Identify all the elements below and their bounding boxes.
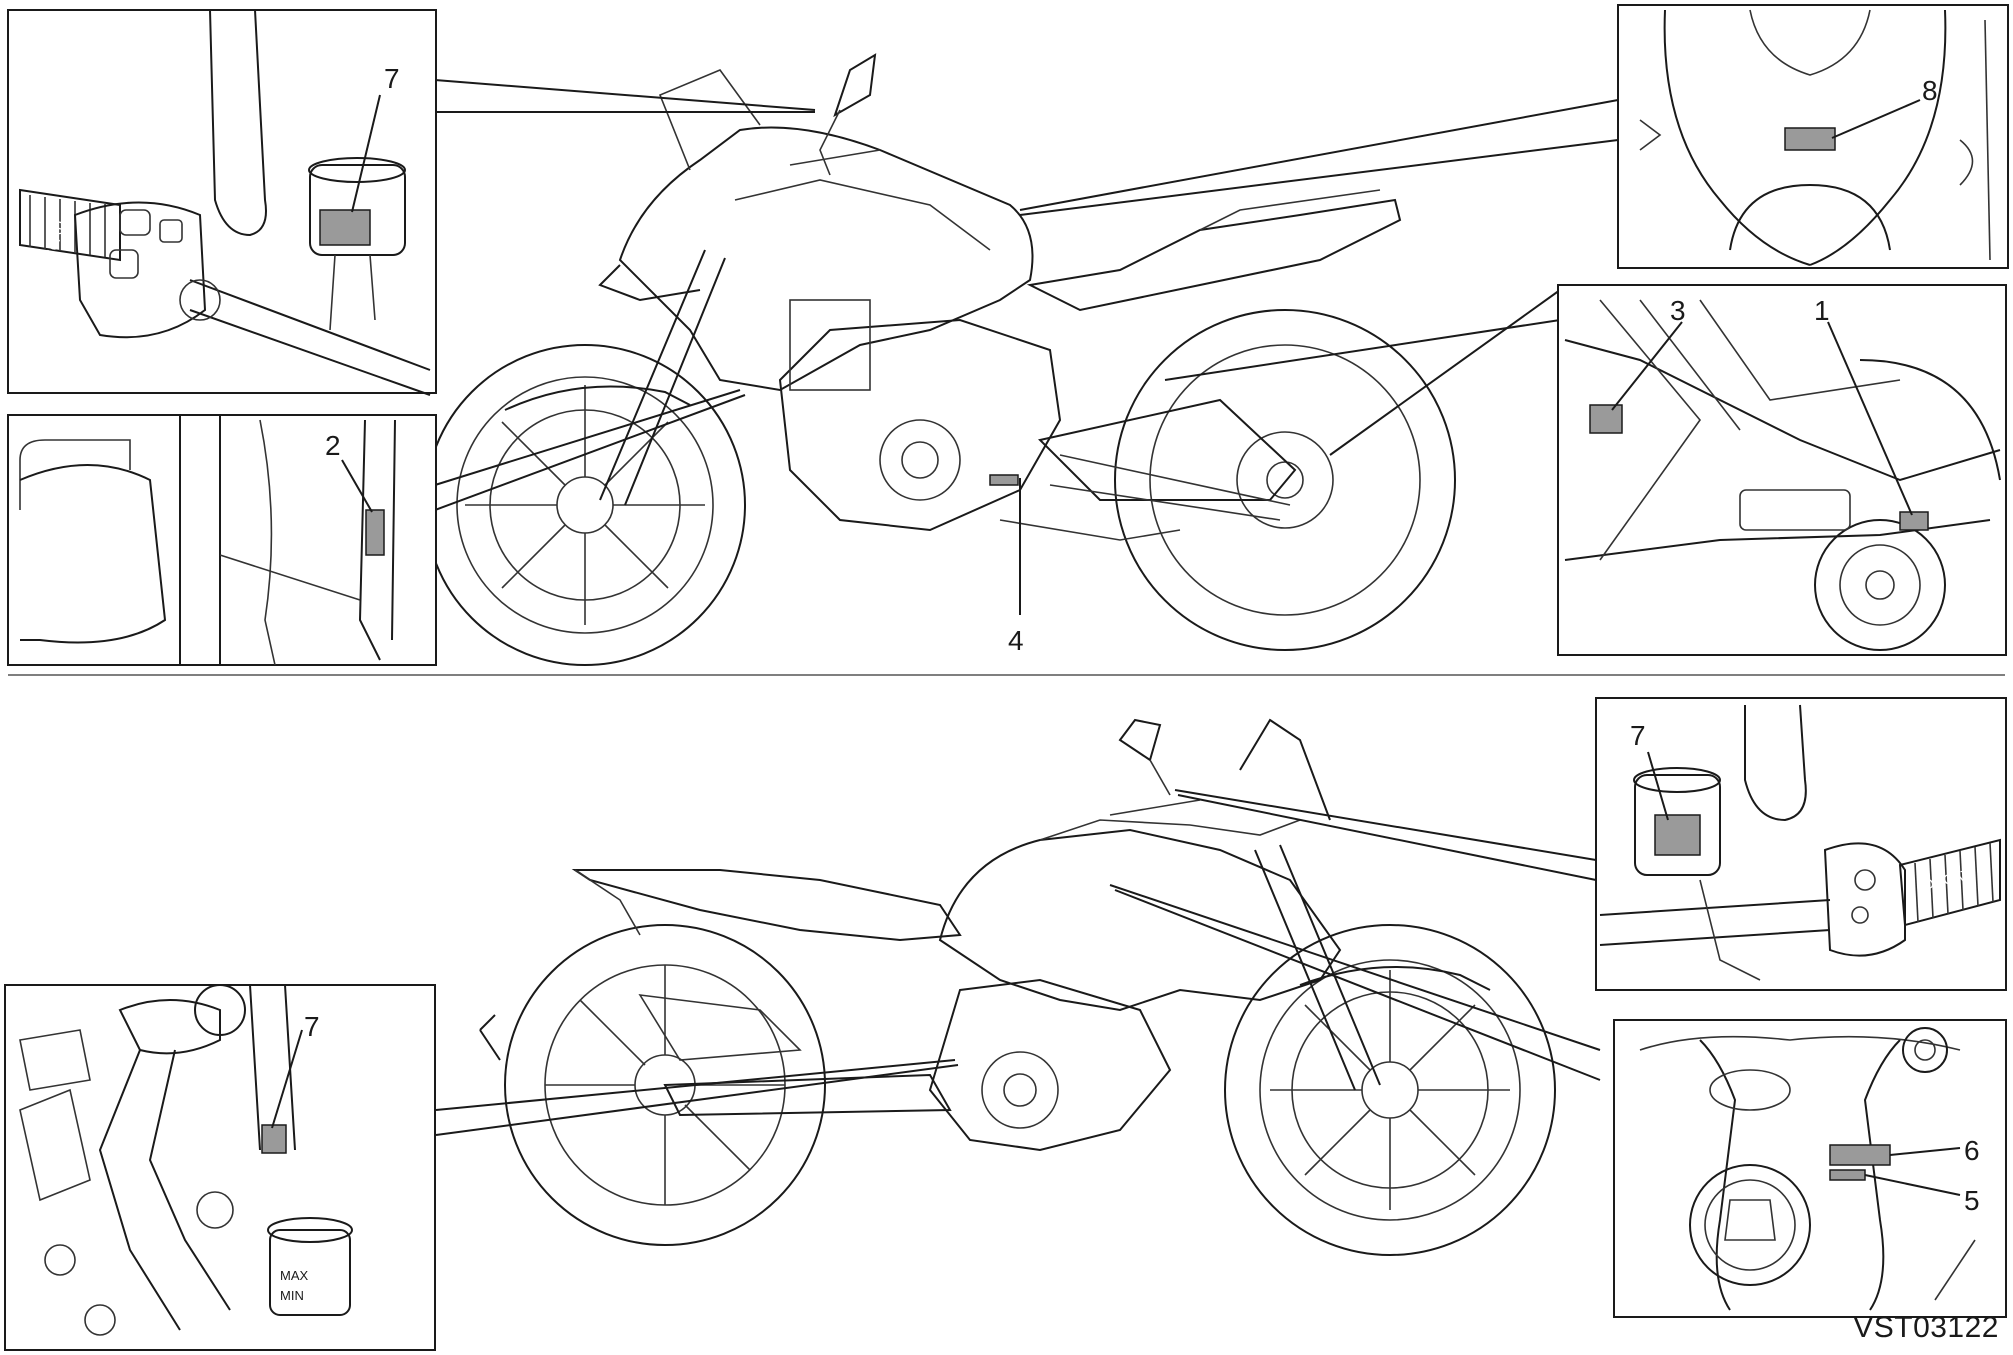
inset-bottom-left-rear-brake: MAX MIN 7 [4, 984, 436, 1351]
inset-bottom-right-handlebar: DUCATI 7 [1595, 697, 2007, 991]
inset-top-right-tank: 8 [1617, 4, 2009, 269]
callout-7-top-left: 7 [384, 63, 400, 94]
callout-7-bottom-right: 7 [1630, 720, 1646, 751]
callout-7-bottom-left: 7 [304, 1011, 320, 1042]
reservoir-min-text: MIN [280, 1288, 304, 1303]
callout-1: 1 [1814, 295, 1830, 326]
callout-8: 8 [1922, 75, 1938, 106]
callout-2: 2 [325, 430, 341, 461]
inset-top-left-handlebar: DUCATI 7 [7, 9, 437, 396]
bottom-motorcycle-left-side [479, 718, 1556, 1256]
inset-bottom-right-fuel-tank: 6 5 [1613, 1019, 2007, 1318]
top-motorcycle-right-side [424, 53, 1456, 666]
inset-left-middle-fork: 2 [7, 414, 437, 666]
inset-right-swingarm: 3 1 [1557, 284, 2007, 656]
top-leader-lines [434, 79, 1619, 615]
reference-code: VST03122 [1853, 1311, 1999, 1344]
callout-6: 6 [1964, 1135, 1980, 1166]
callout-5: 5 [1964, 1185, 1980, 1216]
callout-3: 3 [1670, 295, 1686, 326]
callout-4: 4 [1008, 625, 1024, 656]
reservoir-max-text: MAX [280, 1268, 309, 1283]
bottom-leader-lines [435, 789, 1601, 1136]
